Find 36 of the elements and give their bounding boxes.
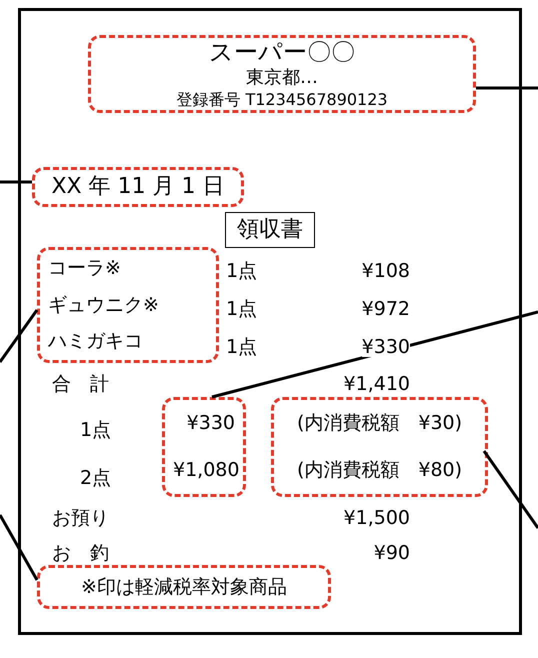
total-label: 合 計 bbox=[52, 375, 109, 394]
receipt-paper bbox=[18, 8, 522, 635]
receipt-title: 領収書 bbox=[237, 218, 303, 242]
price: ¥330 bbox=[362, 338, 410, 357]
item-name: ハミガキコ bbox=[48, 331, 144, 352]
title-frame bbox=[225, 212, 315, 248]
footnote-text: ※印は軽減税率対象商品 bbox=[80, 576, 288, 598]
item-name: ギュウニク※ bbox=[48, 294, 160, 316]
quantity: 1点 bbox=[226, 262, 258, 281]
change-label: お 釣 bbox=[52, 544, 109, 563]
quantity: 2点 bbox=[80, 469, 112, 488]
paid-amount: ¥1,500 bbox=[344, 509, 410, 528]
highlight-box bbox=[88, 35, 476, 113]
quantity: 1点 bbox=[80, 421, 112, 440]
tax-amount: (内消費税額 ¥30) bbox=[296, 413, 464, 434]
date-text: XX 年 11 月 1 日 bbox=[50, 174, 226, 200]
store-address: 東京都… bbox=[245, 68, 319, 88]
leader-line bbox=[0, 514, 38, 581]
leader-line bbox=[482, 450, 538, 529]
store-name: スーパー〇〇 bbox=[208, 39, 356, 66]
leader-line bbox=[0, 180, 32, 184]
highlight-box bbox=[37, 565, 331, 609]
highlight-box bbox=[162, 397, 246, 497]
total-amount: ¥1,410 bbox=[344, 375, 410, 394]
highlight-box bbox=[271, 397, 488, 497]
leader-line bbox=[212, 310, 538, 398]
quantity: 1点 bbox=[226, 300, 258, 319]
subtotal-amount: ¥330 bbox=[186, 413, 235, 434]
item-name: コーラ※ bbox=[48, 258, 122, 279]
quantity: 1点 bbox=[226, 338, 258, 357]
tax-amount: (内消費税額 ¥80) bbox=[296, 460, 464, 481]
leader-line bbox=[0, 309, 38, 363]
highlight-box bbox=[32, 167, 244, 207]
registration-number: 登録番号 T1234567890123 bbox=[175, 91, 389, 109]
leader-line bbox=[476, 86, 538, 90]
highlight-box bbox=[37, 247, 219, 363]
